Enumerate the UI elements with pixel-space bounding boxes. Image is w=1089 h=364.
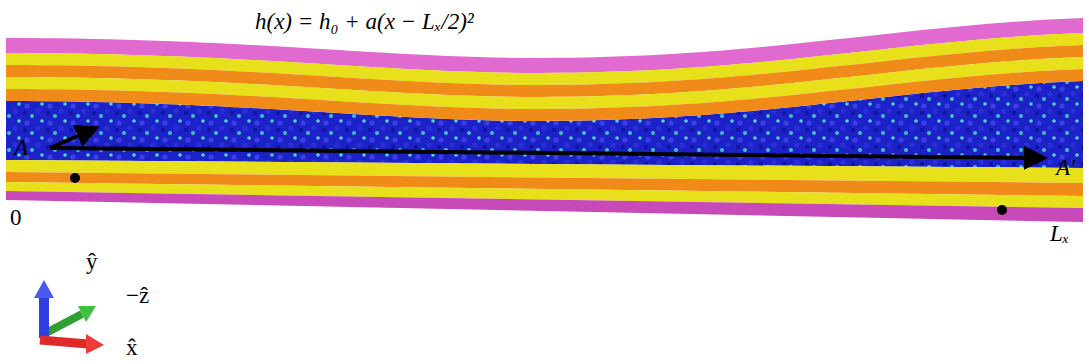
axes-triad bbox=[34, 280, 104, 354]
bottom-wall bbox=[6, 160, 1083, 222]
axis-value: 0 bbox=[10, 206, 22, 229]
point-label: A bbox=[14, 136, 28, 159]
axis-label: −ẑ bbox=[126, 284, 149, 307]
height-formula: h(x) = h₀ + a(x − Lₓ/2)² bbox=[255, 10, 474, 33]
normal-arrow bbox=[50, 128, 96, 148]
top-wall bbox=[6, 18, 1083, 121]
axis-label: x̂ bbox=[126, 336, 138, 359]
marker-dot bbox=[70, 173, 80, 183]
axis-label: ŷ bbox=[86, 250, 98, 273]
marker-dot bbox=[997, 205, 1007, 215]
axis-value: Lₓ bbox=[1050, 222, 1069, 245]
path-arrow bbox=[50, 148, 1044, 158]
point-label: A′ bbox=[1056, 156, 1075, 179]
